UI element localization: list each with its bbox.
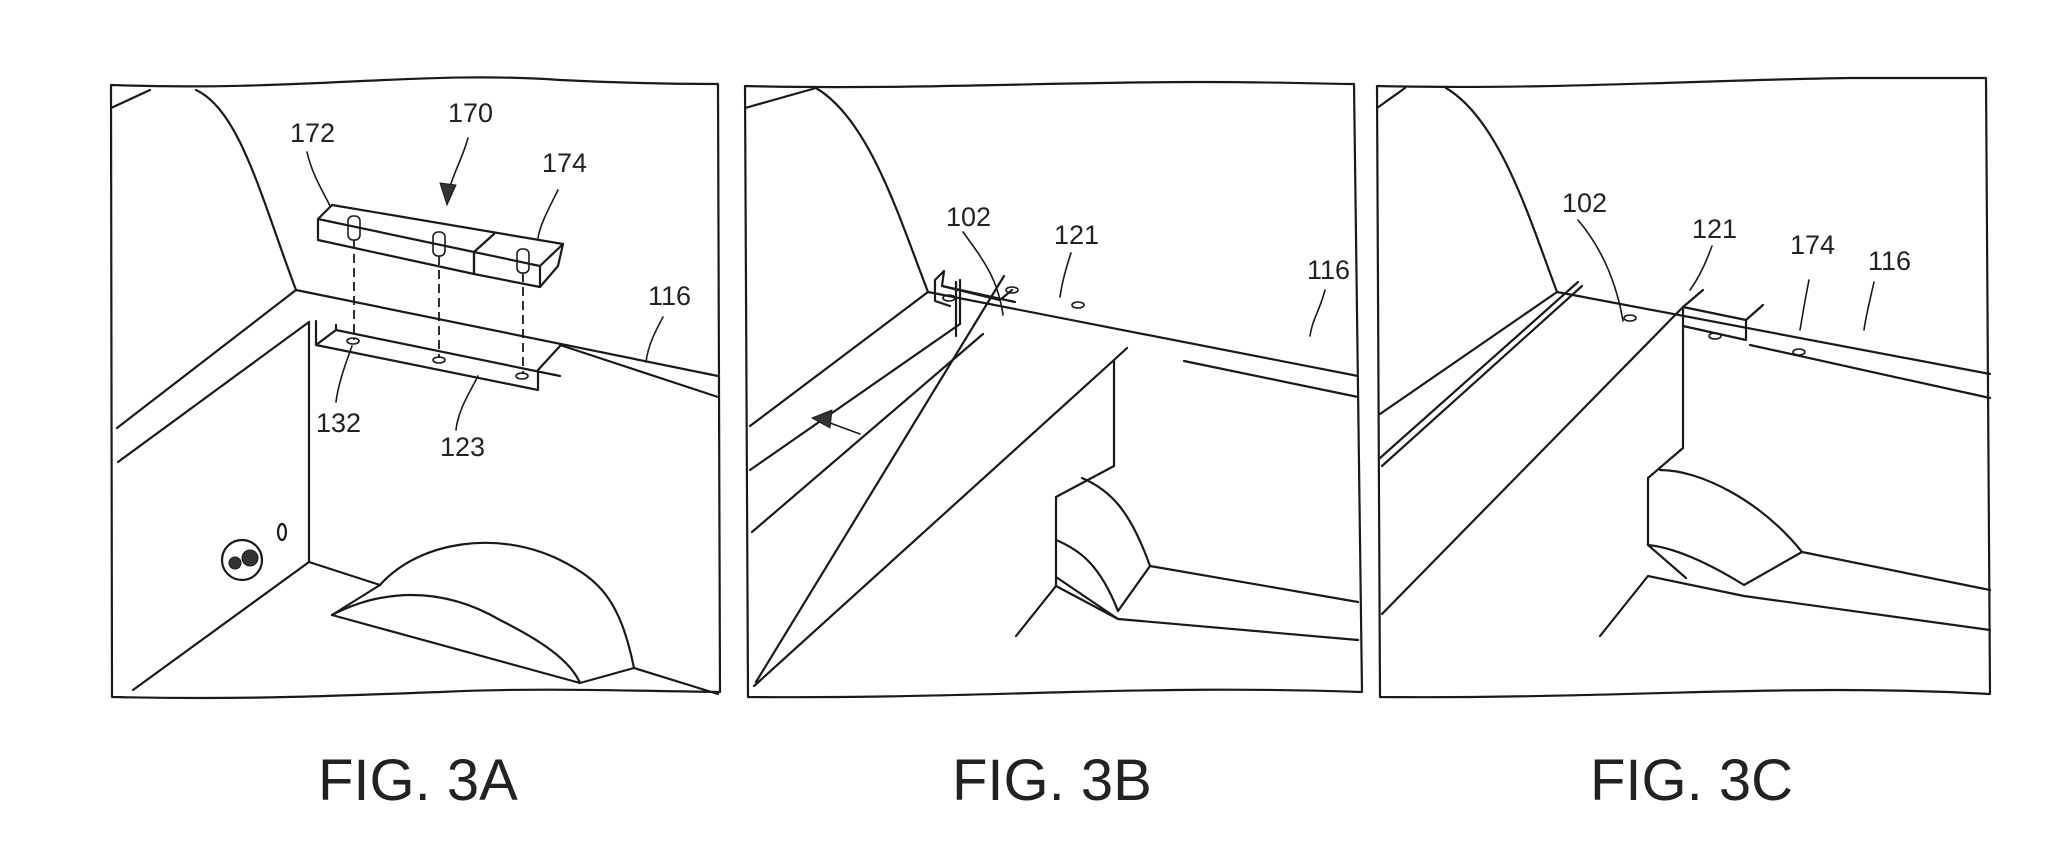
fig-3c-leader-102 — [1577, 219, 1624, 322]
fig-3c-frame — [1375, 76, 1992, 699]
fig-3c-console-bottom — [1598, 574, 1992, 638]
fig-3c-ref-121: 121 — [1692, 214, 1737, 244]
fig-3b-cover-front-edge — [752, 346, 1129, 688]
fig-3a-console-hump-inner — [330, 593, 582, 685]
fig-3a-frame — [109, 76, 722, 700]
fig-3a-mount-hole-3 — [515, 372, 529, 380]
fig-3a-ref-174: 174 — [542, 148, 587, 178]
fig-3c-caption: FIG. 3C — [1590, 748, 1793, 813]
fig-3a-caption: FIG. 3A — [318, 748, 518, 813]
fig-3c-rail-bottom-edge — [1748, 343, 1992, 400]
fig-3a-floor-edge — [307, 560, 382, 587]
fig-3b-ref-116: 116 — [1307, 255, 1350, 285]
fig-3a-rail-top-edge — [294, 288, 720, 378]
fig-3c-leader-121 — [1689, 245, 1713, 291]
fig-3a-bracket-174-body — [472, 242, 565, 289]
fig-3b-left-diagonal-3 — [750, 332, 985, 534]
fig-3c-console-box — [1646, 476, 1992, 592]
fig-3b-cover-left-edge — [754, 274, 1006, 684]
fig-3b-channel-mount-hole — [942, 294, 956, 302]
fig-3a-port-pin-2 — [241, 549, 259, 567]
fig-3a-floor-diagonal — [131, 560, 311, 692]
fig-3c-cover-front-edge — [1380, 288, 1705, 616]
fig-3c-ref-102: 102 — [1562, 188, 1607, 218]
fig-3a-leader-172 — [306, 151, 331, 207]
fig-3a-leader-132 — [335, 345, 353, 403]
fig-3c-left-diagonal-2 — [1378, 280, 1580, 460]
fig-3c-left-diagonal-1 — [1378, 290, 1559, 416]
fig-3c-cover-hole-1 — [1623, 314, 1637, 322]
fig-3c-rail-top-edge — [1555, 290, 1992, 376]
fig-3b-cover-right-edge — [1054, 358, 1116, 499]
fig-3a-leader-123 — [455, 375, 479, 431]
fig-3a-left-diagonal-upper — [115, 288, 298, 430]
fig-3b-cover-hole-1 — [1005, 286, 1019, 294]
fig-3c-corner-flap — [1375, 86, 1407, 110]
fig-3a-port-pin-1 — [228, 556, 242, 570]
fig-3a-mount-base — [314, 319, 562, 392]
fig-3a-port-outer — [220, 538, 264, 582]
fig-3a-ref-116: 116 — [648, 281, 691, 311]
fig-3c-seat-back-curve — [1444, 86, 1559, 294]
fig-3b-rail-bottom-edge — [1182, 359, 1360, 399]
fig-3b-caption: FIG. 3B — [952, 748, 1152, 813]
fig-3b-left-diagonal-2 — [748, 322, 962, 472]
fig-3a-corner-flap — [109, 88, 152, 110]
figure-3b: 102 121 116 — [743, 80, 1364, 699]
fig-3b-seat-back-curve — [814, 86, 930, 294]
fig-3a-console-hump-outer — [378, 541, 636, 670]
fig-3c-ref-174: 174 — [1790, 230, 1835, 260]
fig-3c-left-diagonal-3 — [1380, 284, 1584, 468]
fig-3b-console-box — [1054, 495, 1360, 621]
fig-3b-leader-121 — [1059, 252, 1072, 298]
fig-3c-ref-116: 116 — [1868, 246, 1911, 276]
fig-3b-cover-hole-2 — [1071, 301, 1085, 309]
figure-3c: 102 121 174 116 — [1375, 76, 1992, 699]
fig-3b-rail-top-edge — [926, 290, 1360, 378]
figure-3a: 172 170 174 116 132 123 — [109, 76, 722, 700]
fig-3a-left-diagonal-lower — [116, 320, 311, 464]
fig-3b-ref-121: 121 — [1054, 220, 1099, 250]
fig-3a-console-hump-base — [330, 613, 720, 696]
fig-3b-corner-flap — [743, 86, 818, 110]
fig-3c-bracket-174-hole — [1792, 348, 1806, 356]
fig-3a-leader-174 — [537, 189, 559, 239]
fig-3a-seat-back-curve — [194, 88, 298, 292]
fig-3c-leader-174 — [1799, 279, 1810, 331]
fig-3a-leader-116 — [645, 316, 664, 363]
fig-3a-ref-123: 123 — [440, 432, 485, 462]
fig-3b-leader-116 — [1309, 289, 1326, 337]
fig-3b-console-bottom — [1014, 584, 1360, 642]
fig-3a-ref-172: 172 — [290, 118, 335, 148]
fig-3a-ref-132: 132 — [316, 408, 361, 438]
fig-3c-bracket-174 — [1681, 303, 1765, 342]
fig-3a-rail-bottom-edge — [558, 343, 720, 399]
fig-3a-ref-170: 170 — [448, 98, 493, 128]
fig-3a-mount-hole-1 — [346, 337, 360, 345]
fig-3b-inner-post — [954, 278, 962, 338]
fig-3c-console-hump — [1658, 468, 1804, 554]
fig-3a-console-hump-front — [330, 583, 382, 617]
fig-3b-ref-102: 102 — [946, 202, 991, 232]
fig-3b-slide-arrow-head — [810, 409, 833, 429]
fig-3a-arrow-170-head — [439, 182, 457, 207]
fig-3c-cover-right-edge — [1646, 305, 1685, 480]
fig-3c-leader-116 — [1863, 281, 1875, 331]
fig-3b-frame — [743, 80, 1364, 699]
fig-3b-leader-102 — [962, 231, 1004, 316]
fig-3b-left-diagonal-1 — [748, 290, 930, 428]
fig-3b-console-hump — [1080, 476, 1152, 568]
fig-3a-bracket-split — [472, 232, 496, 254]
fig-3a-port-small — [276, 522, 288, 542]
